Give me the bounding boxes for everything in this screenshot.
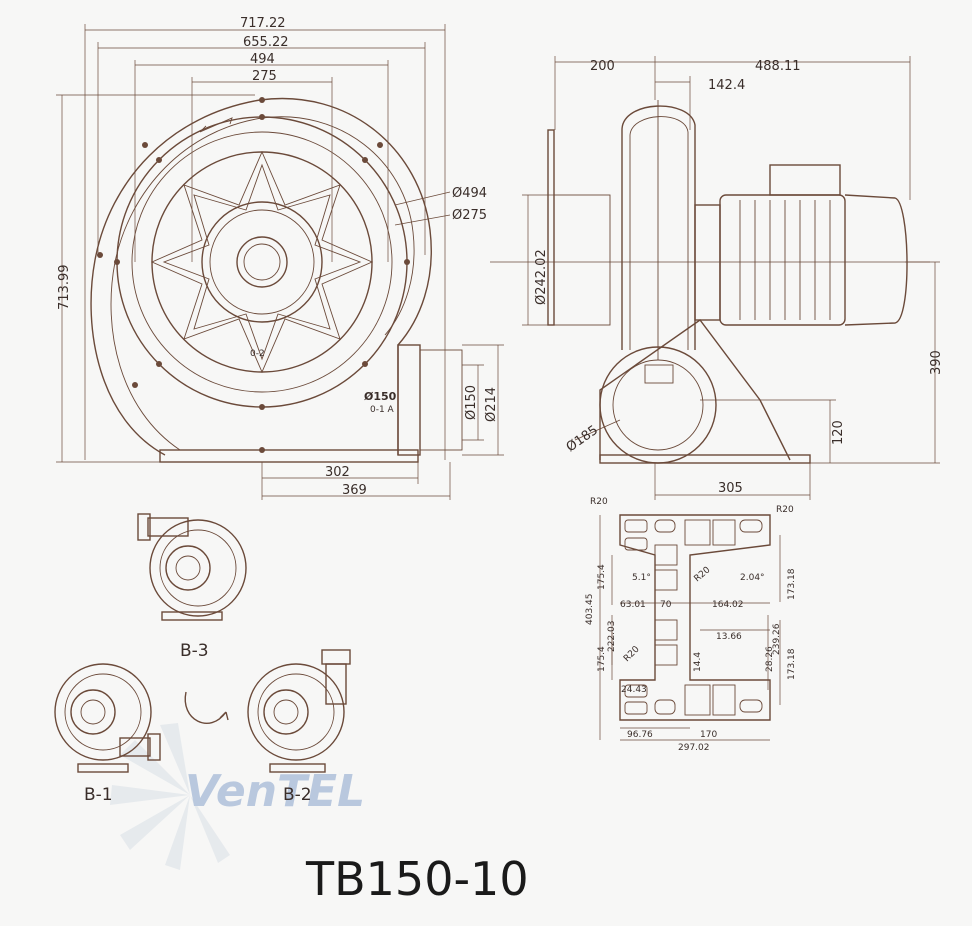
d-24: 24.43 [621, 685, 647, 695]
dia-242: Ø242.02 [534, 249, 549, 305]
label-b1: B-1 [84, 785, 113, 805]
outlet-dia-label: Ø150 [364, 390, 397, 403]
volute-outline [90, 97, 432, 456]
dim-655: 655.22 [243, 35, 289, 50]
outlet-pipe [419, 349, 463, 451]
dim-494: 494 [250, 52, 275, 67]
d-14-4: 14.4 [693, 652, 703, 672]
outlet-label-01a: 0-1 A [370, 405, 395, 415]
dim-488: 488.11 [755, 59, 801, 74]
rotation-arrow-icon [184, 691, 229, 724]
dim-142: 142.4 [708, 78, 745, 93]
d-222: 222.03 [607, 621, 617, 653]
blower-housing [621, 105, 696, 350]
dia-185: Ø185 [564, 423, 601, 455]
dia-150: Ø150 [464, 385, 479, 420]
d-175-bot: 175.4 [597, 646, 607, 672]
inlet-ring-275 [236, 236, 288, 288]
dia-214: Ø214 [484, 387, 499, 422]
inlet-duct [553, 194, 611, 326]
dim-305: 305 [718, 481, 743, 496]
d-13-66: 13.66 [716, 632, 742, 642]
front-dimension-lines [56, 24, 504, 500]
d-403: 403.45 [585, 594, 595, 626]
base-foot [159, 449, 419, 463]
housing-ring-inner [131, 131, 393, 393]
dim-390: 390 [929, 350, 944, 375]
dim-717: 717.22 [240, 16, 286, 31]
dim-302: 302 [325, 465, 350, 480]
r20-a: R20 [590, 497, 608, 507]
d-96: 96.76 [627, 730, 653, 740]
dim-120: 120 [831, 420, 846, 445]
dim-714: 713.99 [57, 265, 72, 311]
variant-b2 [247, 649, 351, 773]
front-view: 0-2 Ø150 0-1 A 717.22 655.22 494 275 Ø49… [56, 16, 504, 500]
outlet-pipe-inner [612, 359, 704, 451]
d-164: 164.02 [712, 600, 744, 610]
rotation-arrow-icon [199, 117, 233, 133]
dia-494: Ø494 [452, 186, 487, 201]
dim-200: 200 [590, 59, 615, 74]
bolt-holes [97, 97, 410, 453]
r20-b: R20 [776, 505, 794, 515]
model-title: TB150-10 [305, 852, 529, 906]
d-175-top: 175.4 [597, 564, 607, 590]
outlet-pipe-circle [599, 346, 717, 464]
hub [243, 243, 281, 281]
side-view: 200 488.11 142.4 Ø242.02 390 120 Ø185 30… [490, 56, 944, 500]
motor-fins [739, 200, 831, 320]
dim-275: 275 [252, 69, 277, 84]
d-239: 239.26 [772, 623, 782, 655]
d-173-top: 173.18 [787, 568, 797, 600]
impeller-ribs [150, 150, 374, 374]
drain-box [644, 364, 674, 384]
d-5-1: 5.1° [632, 573, 651, 583]
d-2-04: 2.04° [740, 573, 765, 583]
inlet-ring-inner [209, 209, 315, 315]
motor-flange [694, 204, 721, 321]
inlet-ring-494 [201, 201, 323, 323]
side-dimension-lines [490, 56, 940, 500]
label-b2: B-2 [283, 785, 312, 805]
terminal-box [769, 164, 841, 196]
plate-dimension-lines [599, 515, 781, 741]
watermark-fan-logo [110, 723, 230, 870]
label-b3: B-3 [180, 641, 209, 661]
outlet-label-02: 0-2 [250, 349, 265, 359]
d-297: 297.02 [678, 743, 710, 753]
r20-c: R20 [693, 565, 713, 584]
motor-body [719, 194, 846, 326]
motor-endcap [844, 194, 908, 326]
stand-base [599, 454, 811, 464]
outlet-flange [397, 344, 421, 456]
r20-d: R20 [622, 644, 642, 664]
dim-369: 369 [342, 483, 367, 498]
variant-b1 [54, 663, 161, 773]
stand-body [599, 319, 791, 461]
d-170: 170 [700, 730, 717, 740]
dia-275: Ø275 [452, 208, 487, 223]
variant-b3 [137, 513, 247, 621]
plate-cutouts [624, 519, 763, 716]
d-70: 70 [660, 600, 672, 610]
base-plate-view: R20 R20 R20 R20 175.4 5.1° 2.04° 173.18 … [585, 497, 797, 753]
d-173-bot: 173.18 [787, 648, 797, 680]
d-28: 28.26 [765, 646, 775, 672]
d-63: 63.01 [620, 600, 646, 610]
volute-inner-outline [110, 116, 415, 451]
blower-housing-inner [629, 116, 689, 350]
watermark-text: VenTEL [185, 766, 365, 817]
